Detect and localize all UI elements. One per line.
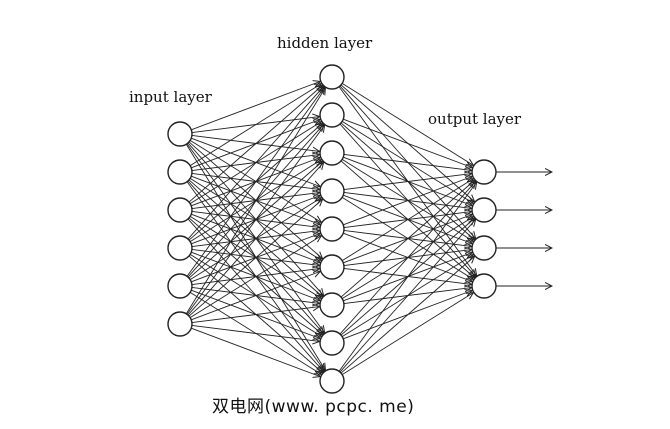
nodes (167, 64, 497, 394)
input-node-1 (167, 159, 193, 185)
connections (185, 81, 477, 376)
edge-hidden-8-to-output-3 (341, 293, 473, 376)
output-arrows (496, 172, 552, 286)
edge-hidden-5-to-output-0 (341, 179, 473, 262)
edge-input-3-to-hidden-0 (187, 86, 324, 240)
edge-hidden-8-to-output-1 (339, 219, 476, 373)
hidden-node-8 (319, 368, 345, 394)
edge-input-5-to-hidden-3 (188, 199, 323, 317)
edge-input-2-to-hidden-0 (188, 85, 323, 203)
edge-hidden-8-to-output-2 (340, 256, 475, 374)
hidden-node-1 (319, 102, 345, 128)
input-node-5 (167, 311, 193, 337)
edge-hidden-0-to-output-0 (341, 82, 473, 165)
edge-input-5-to-hidden-8 (191, 327, 320, 376)
input-node-2 (167, 197, 193, 223)
edge-input-5-to-hidden-2 (187, 162, 324, 316)
edge-input-5-to-hidden-0 (185, 88, 325, 315)
output-node-2 (471, 235, 497, 261)
output-layer-label: output layer (428, 110, 522, 128)
edge-hidden-4-to-output-0 (343, 176, 472, 226)
edge-hidden-1-to-output-0 (343, 118, 472, 167)
edge-hidden-3-to-output-0 (343, 174, 472, 190)
edge-input-1-to-hidden-0 (189, 84, 321, 167)
hidden-node-2 (319, 140, 345, 166)
hidden-node-6 (319, 292, 345, 318)
output-node-1 (471, 197, 497, 223)
watermark-text: 双电网(www. pcpc. me) (212, 397, 415, 417)
hidden-node-3 (319, 178, 345, 204)
edge-input-0-to-hidden-0 (191, 81, 320, 131)
input-layer-label: input layer (129, 88, 213, 106)
edge-input-5-to-hidden-5 (191, 271, 320, 321)
edge-input-5-to-hidden-1 (186, 125, 325, 315)
output-node-3 (471, 273, 497, 299)
edge-input-5-to-hidden-4 (189, 236, 321, 319)
hidden-node-0 (319, 64, 345, 90)
hidden-node-5 (319, 254, 345, 280)
input-node-4 (167, 273, 193, 299)
hidden-node-7 (319, 330, 345, 356)
input-node-3 (167, 235, 193, 261)
edge-hidden-2-to-output-0 (343, 154, 472, 170)
hidden-node-4 (319, 216, 345, 242)
edge-hidden-7-to-output-0 (339, 181, 476, 335)
edge-input-4-to-hidden-0 (186, 87, 325, 277)
edge-input-5-to-hidden-6 (191, 307, 320, 323)
input-node-0 (167, 121, 193, 147)
edge-hidden-6-to-output-0 (340, 180, 475, 298)
hidden-layer-label: hidden layer (277, 34, 373, 52)
output-node-0 (471, 159, 497, 185)
edge-hidden-8-to-output-0 (338, 182, 477, 372)
edge-input-5-to-hidden-7 (191, 325, 320, 341)
